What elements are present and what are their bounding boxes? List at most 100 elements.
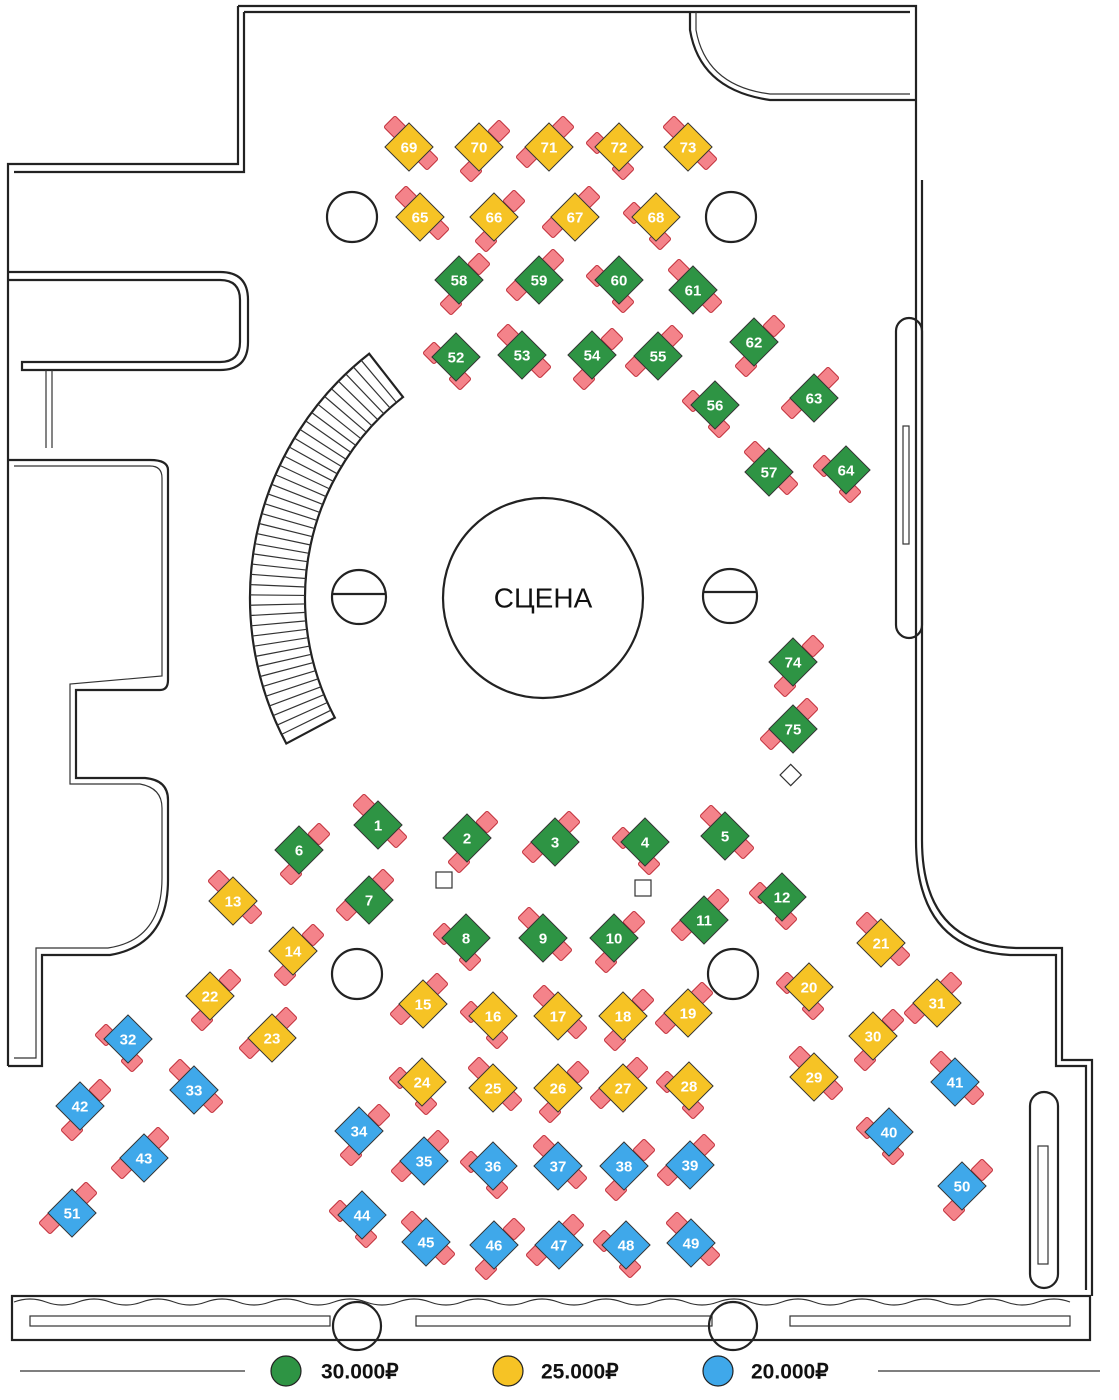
table-74[interactable]: 74 xyxy=(768,635,824,698)
table-shape[interactable] xyxy=(208,876,258,926)
table-14[interactable]: 14 xyxy=(268,924,324,987)
table-shape[interactable] xyxy=(337,1190,387,1240)
table-6[interactable]: 6 xyxy=(274,823,330,886)
table-shape[interactable] xyxy=(469,192,519,242)
table-shape[interactable] xyxy=(442,813,492,863)
table-38[interactable]: 38 xyxy=(599,1139,655,1202)
table-17[interactable]: 17 xyxy=(533,985,588,1041)
table-43[interactable]: 43 xyxy=(111,1127,170,1183)
table-shape[interactable] xyxy=(401,1217,451,1267)
table-shape[interactable] xyxy=(533,1063,583,1113)
table-33[interactable]: 33 xyxy=(169,1059,224,1115)
table-5[interactable]: 5 xyxy=(700,805,755,861)
table-shape[interactable] xyxy=(454,122,504,172)
table-9[interactable]: 9 xyxy=(518,907,573,963)
table-27[interactable]: 27 xyxy=(590,1057,649,1113)
table-57[interactable]: 57 xyxy=(744,441,799,497)
table-shape[interactable] xyxy=(744,447,794,497)
table-shape[interactable] xyxy=(533,991,583,1041)
table-shape[interactable] xyxy=(55,1081,105,1131)
table-shape[interactable] xyxy=(757,872,807,922)
table-68[interactable]: 68 xyxy=(623,192,681,250)
table-11[interactable]: 11 xyxy=(671,889,730,945)
table-shape[interactable] xyxy=(399,1136,449,1186)
table-shape[interactable] xyxy=(665,1140,715,1190)
table-63[interactable]: 63 xyxy=(781,367,840,423)
table-45[interactable]: 45 xyxy=(401,1211,456,1267)
table-shape[interactable] xyxy=(930,1057,980,1107)
table-shape[interactable] xyxy=(594,122,644,172)
table-1[interactable]: 1 xyxy=(353,794,408,850)
table-shape[interactable] xyxy=(679,895,729,945)
table-48[interactable]: 48 xyxy=(593,1220,651,1278)
table-shape[interactable] xyxy=(912,978,962,1028)
table-10[interactable]: 10 xyxy=(589,911,645,974)
table-shape[interactable] xyxy=(690,380,740,430)
table-shape[interactable] xyxy=(589,913,639,963)
table-shape[interactable] xyxy=(567,330,617,380)
table-28[interactable]: 28 xyxy=(656,1061,714,1119)
table-shape[interactable] xyxy=(530,817,580,867)
table-shape[interactable] xyxy=(700,811,750,861)
table-20[interactable]: 20 xyxy=(776,962,834,1020)
table-18[interactable]: 18 xyxy=(598,989,654,1052)
table-47[interactable]: 47 xyxy=(526,1214,585,1270)
table-shape[interactable] xyxy=(344,875,394,925)
table-42[interactable]: 42 xyxy=(55,1079,111,1142)
table-30[interactable]: 30 xyxy=(848,1009,904,1072)
table-53[interactable]: 53 xyxy=(497,324,552,380)
table-shape[interactable] xyxy=(468,991,518,1041)
table-39[interactable]: 39 xyxy=(657,1134,716,1190)
table-shape[interactable] xyxy=(768,704,818,754)
table-shape[interactable] xyxy=(247,1013,297,1063)
table-shape[interactable] xyxy=(533,1141,583,1191)
table-24[interactable]: 24 xyxy=(389,1057,447,1115)
table-shape[interactable] xyxy=(821,445,871,495)
table-34[interactable]: 34 xyxy=(334,1104,390,1167)
table-shape[interactable] xyxy=(169,1065,219,1115)
table-shape[interactable] xyxy=(353,800,403,850)
table-shape[interactable] xyxy=(864,1107,914,1157)
table-shape[interactable] xyxy=(664,1061,714,1111)
table-59[interactable]: 59 xyxy=(506,249,565,305)
table-55[interactable]: 55 xyxy=(625,325,684,381)
table-69[interactable]: 69 xyxy=(384,116,439,172)
table-shape[interactable] xyxy=(398,979,448,1029)
table-12[interactable]: 12 xyxy=(749,872,807,930)
table-shape[interactable] xyxy=(550,192,600,242)
table-67[interactable]: 67 xyxy=(542,186,601,242)
table-65[interactable]: 65 xyxy=(395,186,450,242)
table-4[interactable]: 4 xyxy=(612,817,670,875)
table-shape[interactable] xyxy=(497,330,547,380)
table-shape[interactable] xyxy=(468,1063,518,1113)
table-shape[interactable] xyxy=(599,1141,649,1191)
table-8[interactable]: 8 xyxy=(433,913,491,971)
table-25[interactable]: 25 xyxy=(468,1057,523,1113)
table-shape[interactable] xyxy=(601,1220,651,1270)
table-shape[interactable] xyxy=(768,637,818,687)
table-32[interactable]: 32 xyxy=(95,1014,153,1072)
table-shape[interactable] xyxy=(937,1161,987,1211)
table-61[interactable]: 61 xyxy=(668,259,723,315)
table-52[interactable]: 52 xyxy=(423,332,481,390)
table-shape[interactable] xyxy=(274,825,324,875)
table-shape[interactable] xyxy=(469,1220,519,1270)
table-shape[interactable] xyxy=(441,913,491,963)
table-22[interactable]: 22 xyxy=(185,969,241,1032)
table-shape[interactable] xyxy=(47,1188,97,1238)
table-75[interactable]: 75 xyxy=(760,698,819,754)
table-shape[interactable] xyxy=(518,913,568,963)
table-19[interactable]: 19 xyxy=(655,982,714,1038)
table-shape[interactable] xyxy=(185,971,235,1021)
table-shape[interactable] xyxy=(789,373,839,423)
table-71[interactable]: 71 xyxy=(516,116,575,172)
table-13[interactable]: 13 xyxy=(208,870,263,926)
table-shape[interactable] xyxy=(598,991,648,1041)
table-shape[interactable] xyxy=(784,962,834,1012)
table-shape[interactable] xyxy=(334,1106,384,1156)
table-shape[interactable] xyxy=(789,1052,839,1102)
table-21[interactable]: 21 xyxy=(856,912,911,968)
table-62[interactable]: 62 xyxy=(729,315,785,378)
table-shape[interactable] xyxy=(631,192,681,242)
table-shape[interactable] xyxy=(524,122,574,172)
